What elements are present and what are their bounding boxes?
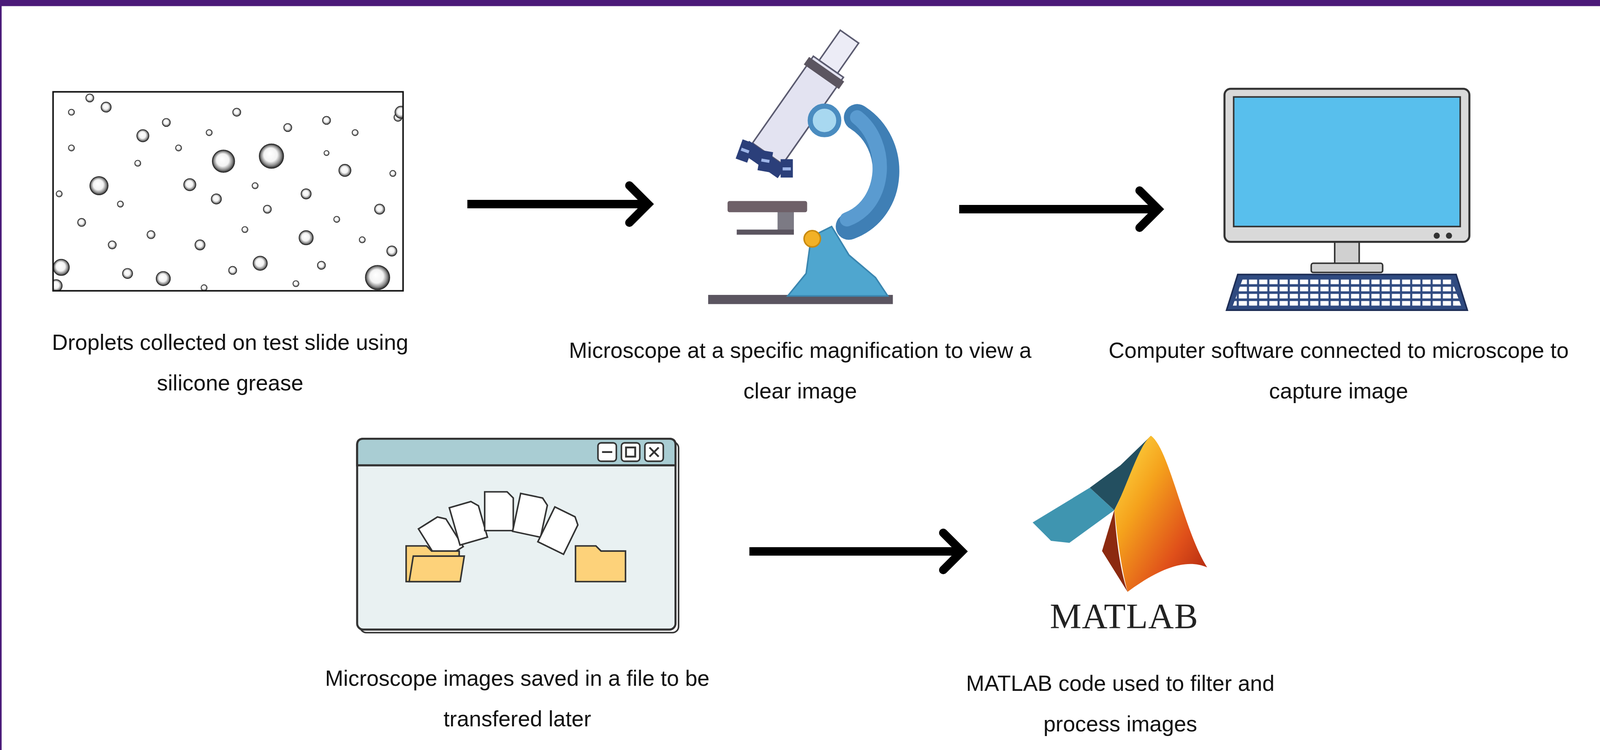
left-border <box>0 0 2 750</box>
step-caption: Microscope at a specific magnification t… <box>559 329 1041 411</box>
arrow-head <box>629 185 648 223</box>
arrow-shaft <box>958 204 1154 214</box>
flow-arrow <box>467 185 649 223</box>
logo-wordmark: MATLAB <box>1035 597 1213 636</box>
step-caption: Computer software connected to microscop… <box>1104 329 1573 411</box>
step-node: Microscope at a specific magnification t… <box>559 48 1041 411</box>
step-caption: Microscope images saved in a file to be … <box>289 657 746 739</box>
step-node: Computer software connected to microscop… <box>1104 86 1573 411</box>
arrow-head <box>943 532 962 570</box>
arrow-shaft <box>749 546 958 556</box>
microscope-illustration <box>708 23 893 304</box>
arrow-shaft <box>467 199 644 209</box>
flow-arrow <box>958 190 1158 228</box>
step-caption: Droplets collected on test slide using s… <box>40 321 421 403</box>
flow-arrow <box>749 532 962 570</box>
top-bar <box>0 0 1600 6</box>
step-node: Droplets collected on test slide using s… <box>40 91 421 403</box>
step-node: MATLAB code used to filter and process i… <box>934 433 1307 744</box>
matlab-logo <box>1032 435 1207 592</box>
arrow-head <box>1139 190 1159 228</box>
droplet-slide <box>49 91 408 292</box>
file-transfer-window <box>357 438 679 633</box>
step-node: Microscope images saved in a file to be … <box>289 438 746 739</box>
computer-illustration <box>1224 88 1470 310</box>
step-caption: MATLAB code used to filter and process i… <box>934 662 1307 744</box>
